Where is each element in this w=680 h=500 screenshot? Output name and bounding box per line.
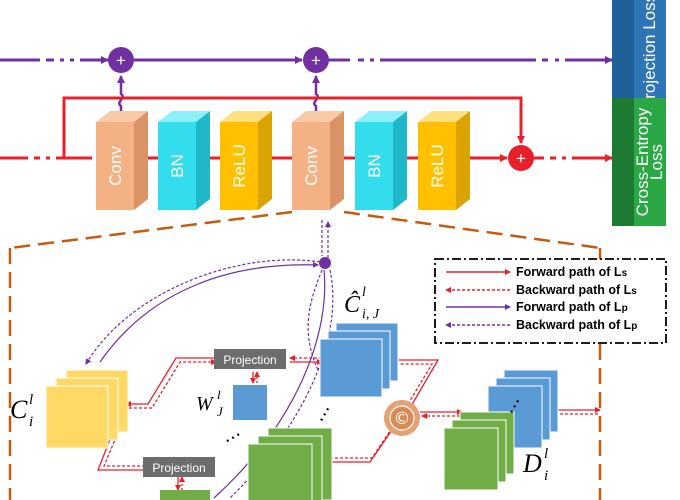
svg-text:©: © — [394, 409, 411, 429]
projection-box-top: Projection — [214, 349, 286, 369]
svg-text:Forward path of Lp: Forward path of Lp — [516, 300, 628, 314]
svg-text:Projection: Projection — [152, 461, 205, 475]
svg-text:+: + — [311, 51, 321, 70]
svg-text:+: + — [516, 149, 526, 168]
feature-map-green-center — [247, 427, 333, 500]
feature-map-w — [233, 385, 267, 420]
projection-box-bottom: Projection — [143, 457, 215, 477]
label-w-j-l: W l J — [196, 387, 224, 419]
purple-plus-node-2: + — [303, 47, 329, 73]
label-d-i-l: D l i — [522, 446, 548, 484]
legend: Forward path of Ls Backward path of Ls F… — [434, 258, 667, 344]
svg-text:BN: BN — [168, 154, 187, 178]
svg-text:Loss: Loss — [647, 144, 666, 180]
svg-text:+: + — [116, 51, 126, 70]
conv-block-1: Conv — [96, 111, 148, 210]
feature-map-green-bottom — [160, 490, 210, 500]
ellipsis-1: ⋯ — [220, 424, 246, 451]
feature-map-c — [45, 369, 129, 449]
svg-text:Backward path of Ls: Backward path of Ls — [516, 283, 637, 297]
legend-item-forward-lp: Forward path of Lp — [446, 300, 628, 314]
cross-entropy-loss-block: Cross-Entropy Loss — [612, 98, 666, 226]
svg-text:i: i — [29, 414, 33, 430]
legend-item-forward-ls: Forward path of Ls — [446, 265, 628, 279]
svg-text:BN: BN — [365, 154, 384, 178]
bn-block-1: BN — [158, 111, 210, 210]
svg-text:Projection Loss: Projection Loss — [640, 0, 659, 110]
svg-text:Conv: Conv — [106, 146, 125, 186]
red-main-line — [0, 96, 613, 162]
svg-text:i, J: i, J — [362, 307, 380, 322]
svg-text:Projection: Projection — [223, 353, 276, 367]
purple-plus-node-1: + — [108, 47, 134, 73]
legend-item-backward-lp: Backward path of Lp — [445, 318, 637, 332]
svg-text:J: J — [217, 404, 224, 419]
label-c-i-l: C l i — [10, 392, 33, 430]
svg-text:l: l — [544, 446, 548, 462]
projection-loss-block: Projection Loss — [612, 0, 666, 110]
red-plus-node: + — [508, 145, 534, 171]
concat-node: © — [384, 400, 420, 436]
svg-text:Conv: Conv — [302, 146, 321, 186]
label-chat-ij-l: Ĉ l i, J — [344, 285, 380, 322]
svg-text:C: C — [10, 395, 28, 424]
svg-text:Cross-Entropy: Cross-Entropy — [633, 107, 652, 216]
svg-text:l: l — [362, 285, 366, 300]
svg-text:Backward path of Lp: Backward path of Lp — [516, 318, 637, 332]
bn-block-2: BN — [355, 111, 407, 210]
svg-text:Ĉ: Ĉ — [344, 291, 361, 318]
svg-text:ReLU: ReLU — [230, 144, 249, 187]
svg-text:W: W — [196, 393, 215, 415]
feature-map-chat — [319, 322, 399, 398]
svg-text:Forward path of Ls: Forward path of Ls — [516, 265, 628, 279]
ellipsis-2: ⋯ — [311, 401, 338, 427]
svg-text:i: i — [544, 468, 548, 484]
svg-text:ReLU: ReLU — [428, 144, 447, 187]
legend-item-backward-ls: Backward path of Ls — [445, 283, 637, 297]
relu-block-1: ReLU — [220, 111, 272, 210]
conv-block-2: Conv — [292, 111, 344, 210]
svg-text:l: l — [217, 387, 221, 402]
feature-map-d — [443, 369, 559, 491]
relu-block-2: ReLU — [418, 111, 470, 210]
svg-text:D: D — [522, 449, 542, 478]
svg-text:l: l — [29, 392, 33, 408]
zoom-outline — [8, 210, 602, 500]
purple-connector-2 — [312, 75, 320, 118]
purple-connector-1 — [117, 75, 125, 118]
purple-detail-paths — [85, 220, 334, 499]
